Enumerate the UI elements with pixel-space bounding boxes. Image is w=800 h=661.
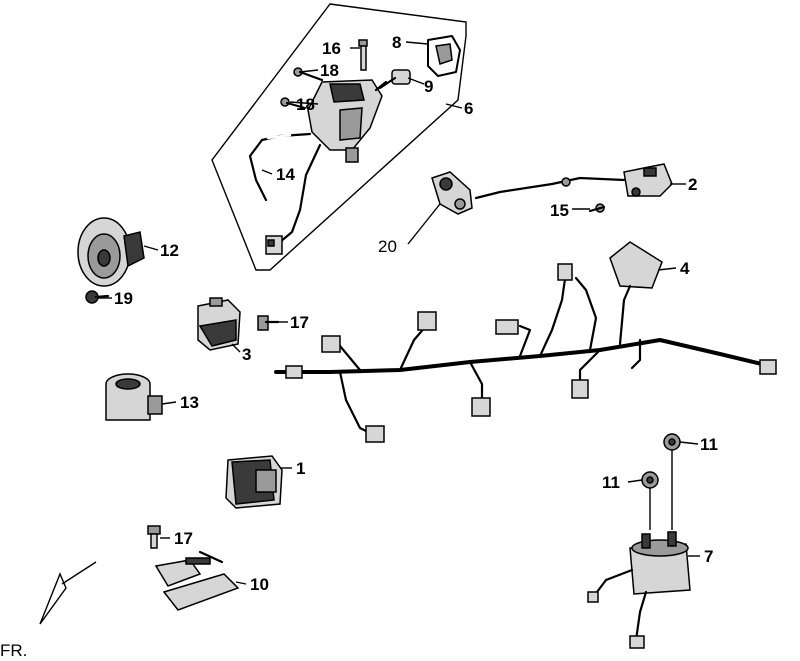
orientation-label: FR. [0,641,27,660]
callout-20: 20 [378,237,397,256]
callout-6: 6 [464,99,473,118]
part-14-cable[interactable] [248,132,312,202]
part-11-nut-lower[interactable] [641,471,659,489]
part-17-screw-upper[interactable] [257,315,280,331]
callout-16: 16 [322,39,341,58]
part-7-key-cover[interactable] [427,35,461,77]
callout-11a: 11 [700,435,718,454]
callout-12: 12 [160,241,179,260]
callout-14: 14 [276,165,295,184]
part-3-regulator[interactable] [197,297,241,351]
part-11-nut-upper[interactable] [663,433,681,451]
part-19-bolt[interactable] [85,290,110,304]
callout-labels: 8 16 18 9 18 6 14 2 15 20 4 12 19 17 3 1… [0,33,718,660]
assembly-frame [211,3,467,271]
callout-8: 9 [424,77,433,96]
main-wire-harness[interactable] [274,263,777,443]
callout-18a: 18 [320,61,339,80]
callout-10: 7 [704,547,713,566]
part-17-screw-lower[interactable] [147,525,161,549]
part-18-bolt-lower[interactable] [280,97,307,110]
front-direction-arrow [39,561,97,625]
callout-18b: 18 [296,95,315,114]
part-8-key-barrel[interactable] [378,69,411,90]
callout-1: 1 [296,459,305,478]
callout-11b: 11 [602,473,620,492]
part-15-screw[interactable] [588,203,606,213]
part-6-ignition-switch[interactable] [278,79,388,244]
part-9-connector-clip[interactable] [154,550,240,611]
callout-9: 10 [250,575,269,594]
callout-15: 15 [550,201,569,220]
part-2-ignition-coil[interactable] [474,163,673,200]
callout-2: 2 [688,175,697,194]
part-10-starter-relay[interactable] [587,531,691,649]
callout-19: 19 [114,289,133,308]
callout-7: 8 [392,33,401,52]
callout-4: 4 [680,259,690,278]
callout-13: 13 [180,393,199,412]
part-1-relay[interactable] [225,455,283,509]
part-12-horn[interactable] [77,217,145,287]
part-16-screw[interactable] [358,39,368,71]
part-13-buzzer[interactable] [105,373,163,421]
callout-17a: 17 [290,313,309,332]
part-6-connector[interactable] [265,235,283,255]
part-20-spark-plug-cap[interactable] [431,171,473,215]
part-4-control-unit[interactable] [609,241,663,289]
callout-17b: 17 [174,529,193,548]
leader-lines [98,41,700,585]
callout-3: 3 [242,345,251,364]
